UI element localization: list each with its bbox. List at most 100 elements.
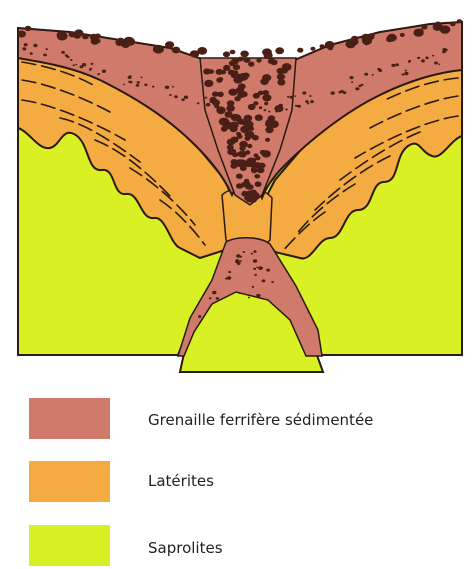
- pisolith-grain: [275, 47, 284, 54]
- pisolith-grain: [234, 96, 241, 101]
- pisolith-grain: [204, 80, 213, 87]
- pisolith-grain: [262, 150, 271, 157]
- pisolith-grain: [253, 93, 260, 99]
- pisolith-grain: [279, 104, 283, 107]
- pisolith-grain: [223, 65, 230, 71]
- pisolith-grain: [277, 79, 285, 85]
- pisolith-grain: [231, 137, 239, 143]
- pisolith-grain: [228, 271, 231, 273]
- pisolith-grain: [230, 122, 239, 129]
- pisolith-grain: [259, 106, 262, 109]
- legend-label-saprolites: Saprolites: [148, 539, 223, 557]
- pisolith-grain: [232, 114, 241, 121]
- pisolith-grain: [275, 111, 277, 113]
- pisolith-grain: [136, 84, 140, 87]
- pisolith-grain: [254, 274, 257, 276]
- pisolith-grain: [141, 77, 143, 79]
- pisolith-grain: [247, 144, 252, 148]
- pisolith-grain: [404, 72, 408, 75]
- pisolith-grain: [417, 29, 423, 34]
- pisolith-grain: [438, 63, 440, 65]
- pisolith-grain: [243, 57, 250, 63]
- pisolith-grain: [243, 73, 250, 79]
- pisolith-grain: [213, 103, 215, 105]
- pisolith-grain: [153, 45, 164, 54]
- pisolith-grain: [285, 109, 288, 111]
- pisolith-grain: [252, 286, 255, 288]
- pisolith-grain: [305, 100, 309, 103]
- pisolith-grain: [24, 43, 28, 46]
- pisolith-grain: [307, 103, 309, 105]
- pisolith-grain: [262, 74, 271, 81]
- pisolith-grain: [387, 34, 397, 42]
- pisolith-grain: [320, 44, 325, 48]
- pisolith-grain: [208, 69, 214, 74]
- pisolith-grain: [223, 51, 230, 57]
- pisolith-grain: [80, 65, 84, 68]
- pisolith-grain: [302, 91, 306, 94]
- legend-label-laterites: Latérites: [148, 472, 214, 490]
- pisolith-grain: [231, 74, 237, 78]
- pisolith-grain: [236, 254, 241, 258]
- pisolith-grain: [144, 84, 147, 87]
- pisolith-grain: [264, 102, 268, 105]
- pisolith-grain: [228, 89, 237, 96]
- pisolith-grain: [245, 161, 253, 167]
- pisolith-grain: [309, 95, 311, 97]
- pisolith-grain: [225, 111, 233, 118]
- pisolith-grain: [82, 34, 89, 39]
- pisolith-grain: [209, 297, 212, 299]
- pisolith-grain: [123, 84, 125, 86]
- pisolith-grain: [227, 100, 235, 106]
- pisolith-grain: [249, 196, 258, 203]
- legend-label-grenaille: Grenaille ferrifère sédimentée: [148, 411, 373, 429]
- pisolith-grain: [255, 156, 260, 160]
- pisolith-grain: [369, 33, 375, 38]
- pisolith-grain: [230, 50, 236, 55]
- pisolith-grain: [239, 159, 244, 163]
- pisolith-grain: [310, 47, 315, 51]
- pisolith-grain: [241, 182, 247, 187]
- pisolith-grain: [197, 102, 200, 104]
- pisolith-grain: [444, 49, 448, 52]
- pisolith-grain: [61, 51, 65, 54]
- pisolith-grain: [264, 109, 267, 111]
- pisolith-grain: [95, 34, 101, 39]
- pisolith-grain: [240, 260, 242, 262]
- pisolith-grain: [402, 73, 405, 75]
- pisolith-grain: [256, 58, 261, 62]
- pisolith-grain: [328, 46, 333, 50]
- pisolith-grain: [395, 63, 399, 66]
- pisolith-grain: [97, 73, 100, 75]
- pisolith-grain: [408, 61, 411, 63]
- pisolith-grain: [129, 81, 132, 84]
- legend-swatch-saprolites: [29, 525, 110, 566]
- pisolith-grain: [338, 91, 341, 93]
- pisolith-grain: [33, 44, 37, 47]
- pisolith-grain: [254, 174, 260, 179]
- pisolith-grain: [89, 69, 91, 71]
- pisolith-grain: [172, 86, 174, 88]
- pisolith-grain: [91, 63, 94, 65]
- pisolith-grain: [256, 267, 258, 269]
- pisolith-grain: [280, 108, 284, 111]
- pisolith-grain: [255, 114, 263, 121]
- pisolith-grain: [359, 85, 362, 87]
- pisolith-grain: [137, 81, 140, 84]
- pisolith-grain: [73, 64, 75, 66]
- geological-cross-section: [0, 0, 473, 380]
- pisolith-grain: [351, 81, 353, 83]
- pisolith-grain: [57, 32, 68, 41]
- pisolith-grain: [214, 104, 219, 108]
- pisolith-grain: [343, 91, 346, 94]
- pisolith-grain: [217, 92, 224, 97]
- pisolith-grain: [236, 174, 243, 179]
- pisolith-grain: [266, 269, 270, 272]
- pisolith-grain: [124, 38, 130, 43]
- pisolith-grain: [165, 86, 169, 89]
- pisolith-grain: [253, 250, 256, 253]
- pisolith-grain: [217, 111, 219, 113]
- pisolith-grain: [270, 59, 277, 65]
- pisolith-grain: [432, 55, 434, 57]
- pisolith-grain: [258, 163, 265, 169]
